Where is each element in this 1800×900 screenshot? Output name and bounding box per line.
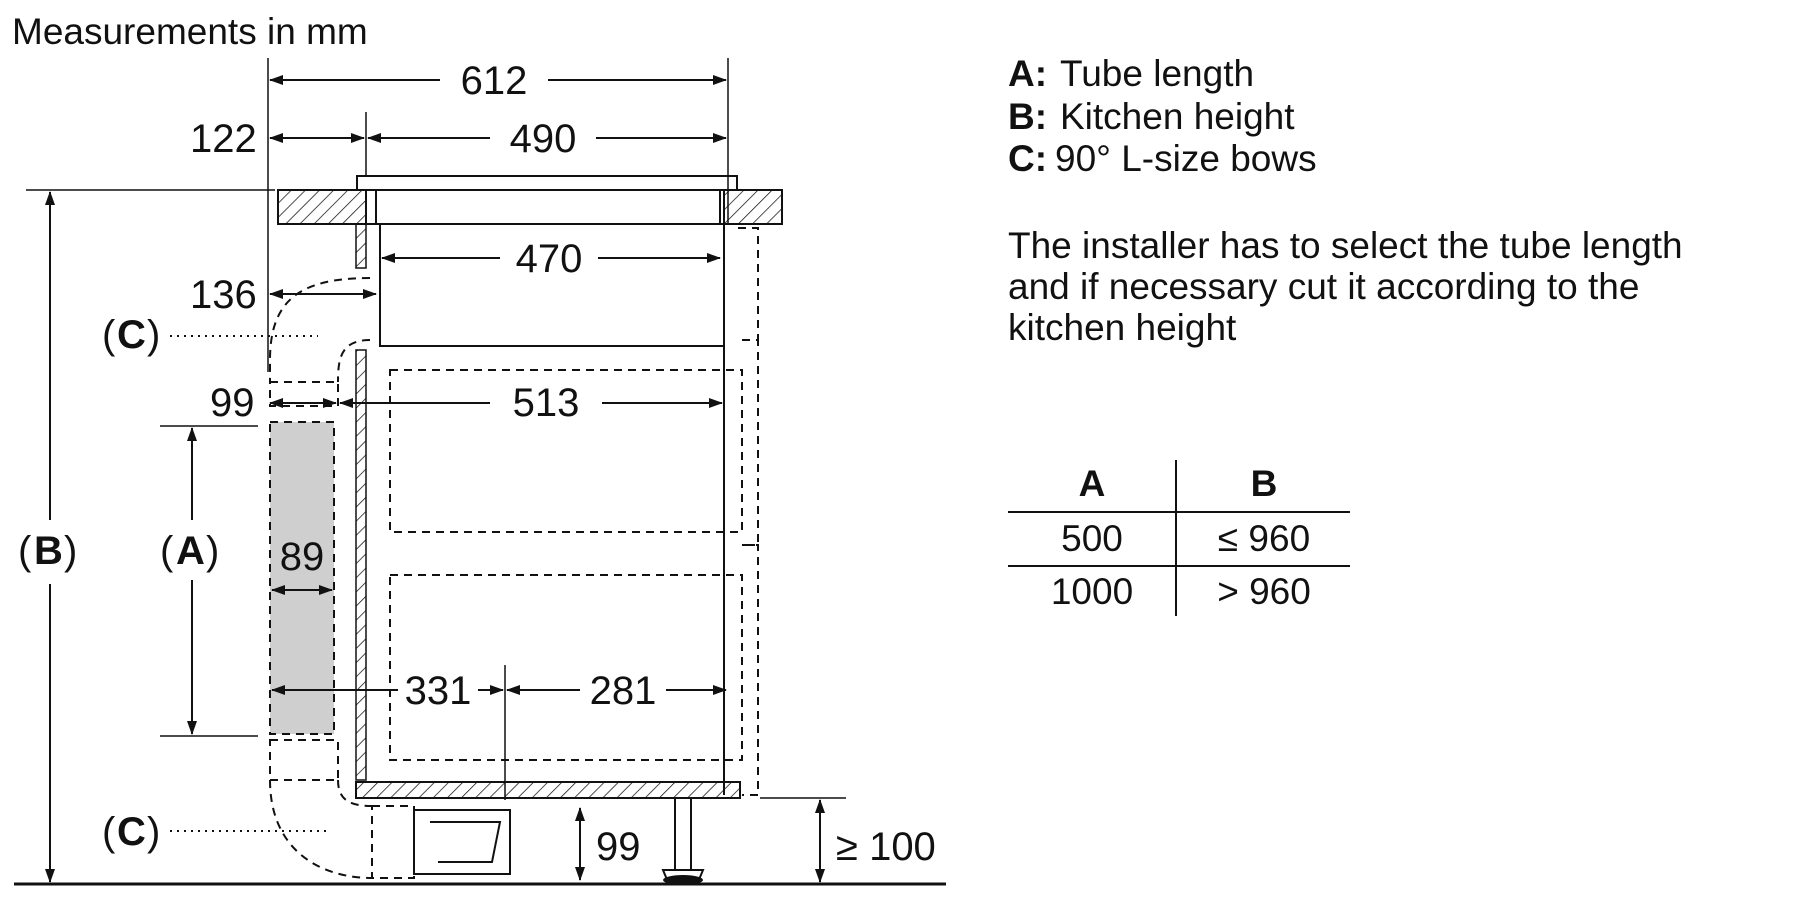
dim-89: 89 <box>280 535 325 579</box>
installer-note: The installer has to select the tube len… <box>1008 225 1683 348</box>
table-cell-r2-a: 1000 <box>1051 571 1133 612</box>
label-c-top: C <box>117 313 146 357</box>
label-c-bottom: C <box>117 810 146 854</box>
dim-281: 281 <box>590 669 657 713</box>
label-a-close: ) <box>206 529 219 573</box>
label-a: A <box>176 529 205 573</box>
label-b: B <box>34 529 63 573</box>
dim-122: 122 <box>190 117 257 161</box>
length-table: A B 500 ≤ 960 1000 > 960 <box>1008 460 1350 616</box>
table-header-b: B <box>1251 463 1278 504</box>
dim-99-top: 99 <box>210 381 255 425</box>
legend-key-a: A: <box>1008 53 1047 94</box>
note-line-2: and if necessary cut it according to the <box>1008 266 1639 307</box>
label-c-top-open: ( <box>102 313 116 357</box>
table-cell-r1-a: 500 <box>1061 518 1123 559</box>
cooktop <box>356 175 738 347</box>
label-c-bottom-close: ) <box>147 810 160 854</box>
dimension-lines <box>26 58 846 883</box>
legend: A: Tube length B: Kitchen height C: 90° … <box>1008 53 1317 179</box>
dim-490: 490 <box>510 117 577 161</box>
table-cell-r1-b: ≤ 960 <box>1218 518 1310 559</box>
label-b-close: ) <box>64 529 77 573</box>
table-cell-r2-b: > 960 <box>1217 571 1311 612</box>
dim-331: 331 <box>405 669 472 713</box>
legend-text-b: Kitchen height <box>1060 96 1295 137</box>
legend-text-c: 90° L-size bows <box>1055 138 1317 179</box>
dim-612: 612 <box>461 59 528 103</box>
dim-513: 513 <box>513 381 580 425</box>
page-title: Measurements in mm <box>12 11 368 52</box>
legend-key-c: C: <box>1008 138 1047 179</box>
table-header-a: A <box>1079 463 1106 504</box>
label-b-open: ( <box>18 529 32 573</box>
plinth <box>355 781 741 885</box>
dim-99-bottom: 99 <box>596 825 641 869</box>
dim-470: 470 <box>516 237 583 281</box>
legend-key-b: B: <box>1008 96 1047 137</box>
dim-136: 136 <box>190 273 257 317</box>
cabinet-outline <box>389 224 759 796</box>
cabinet-side-panel <box>355 223 367 781</box>
legend-text-a: Tube length <box>1060 53 1254 94</box>
label-a-open: ( <box>160 529 174 573</box>
note-line-1: The installer has to select the tube len… <box>1008 225 1683 266</box>
label-c-top-close: ) <box>147 313 160 357</box>
note-line-3: kitchen height <box>1008 307 1237 348</box>
label-c-bottom-open: ( <box>102 810 116 854</box>
dim-min-100: ≥ 100 <box>836 825 936 869</box>
dimension-labels: 612 122 490 470 136 99 513 89 331 281 99… <box>18 59 936 869</box>
